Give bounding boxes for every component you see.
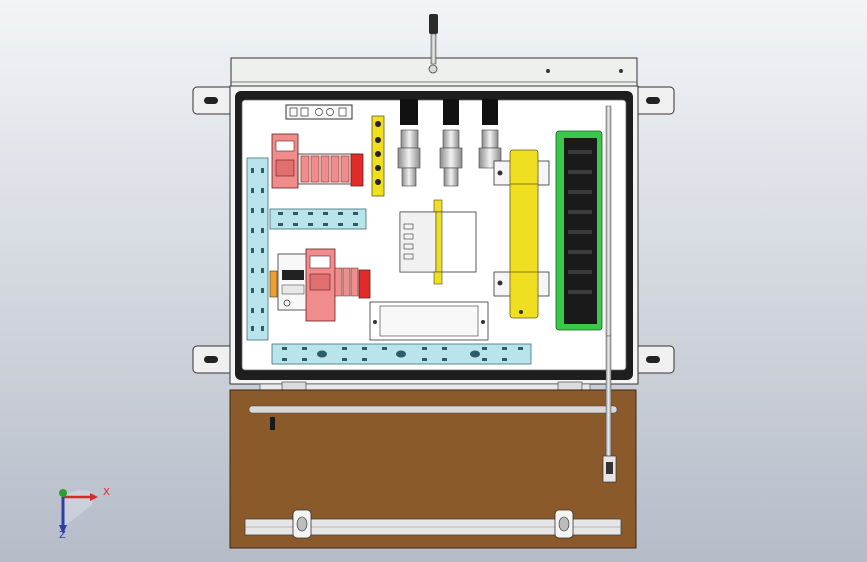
power-module[interactable] [399,199,477,285]
cable-gland-icon[interactable] [439,99,463,187]
antenna-icon[interactable] [428,14,438,74]
din-module-green[interactable] [555,130,603,331]
mounting-bracket-icon[interactable] [192,86,234,115]
terminal-block-icon[interactable] [271,133,364,189]
cable-gland-icon[interactable] [397,99,421,187]
fuse-holder-icon[interactable] [493,149,550,319]
door-latch[interactable] [292,509,312,539]
mounting-bracket-icon[interactable] [192,345,234,374]
top-terminal-strip[interactable] [285,104,353,120]
cable-gland-icon[interactable] [478,99,502,169]
terminal-block-icon[interactable] [269,248,371,322]
circuit-breaker[interactable] [277,253,309,311]
mounting-bracket-icon[interactable] [633,345,675,374]
bottom-module[interactable] [369,301,489,341]
mounting-bracket-icon[interactable] [633,86,675,115]
vertical-terminal-bar[interactable] [371,115,385,197]
coordinate-triad-icon [59,489,98,534]
din-rail-bottom[interactable] [271,343,532,365]
din-rail-vertical[interactable] [246,157,269,341]
triad-z-label: Z [59,530,66,541]
din-rail-middle[interactable] [269,208,367,230]
triad-x-label: X [103,487,110,498]
door-latch[interactable] [554,509,574,539]
antenna-rod-internal[interactable] [605,105,612,337]
